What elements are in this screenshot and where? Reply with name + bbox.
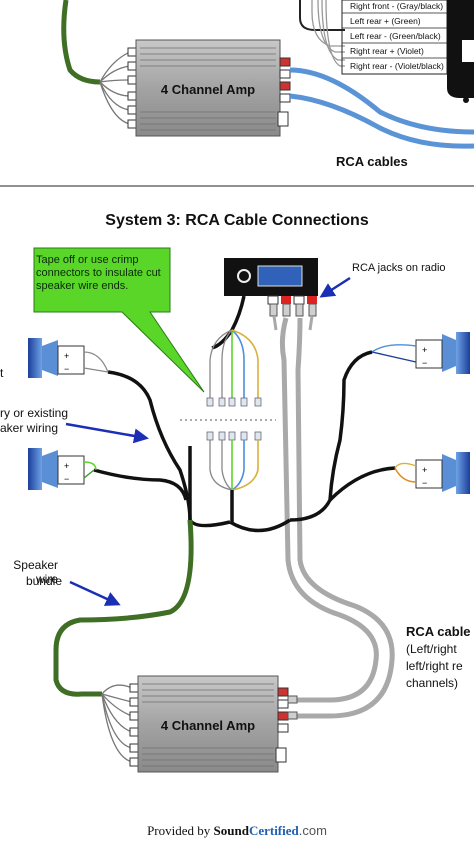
speaker-bundle-label-line1: Speaker wire (13, 558, 58, 586)
callout-bubble (33, 247, 205, 393)
wire-label-left-rear-neg: Left rear - (Green/black) (350, 31, 441, 41)
footer-credit: Provided by SoundCertified.com (0, 823, 474, 839)
speaker-left-rear: + − (28, 448, 97, 490)
svg-text:−: − (64, 474, 69, 484)
svg-text:−: − (64, 364, 69, 374)
left-label-2-line1: ry or existing (0, 406, 69, 420)
bottom-amp-label: 4 Channel Amp (160, 718, 256, 733)
arrow-speaker-bundle (69, 580, 121, 606)
bottom-amp-leads (101, 684, 133, 763)
wire-label-left-rear-pos: Left rear + (Green) (350, 16, 421, 26)
bottom-amp (129, 675, 298, 773)
left-label-2-line2: aker wiring (0, 421, 59, 435)
speaker-bundle-label-line2: bundle (25, 574, 62, 588)
footer-brand-certified: Certified (248, 823, 299, 838)
rca-cable-label-line4: channels) (406, 676, 459, 690)
top-rca-cables (289, 67, 474, 149)
rca-cable-label-line1: RCA cable (406, 624, 471, 639)
cut-wire-bundles (180, 329, 276, 522)
wire-label-right-rear-pos: Right rear + (Violet) (350, 46, 424, 56)
rca-cable-label-line2: (Left/right (406, 642, 457, 656)
top-radio-body (447, 0, 474, 103)
svg-text:+: + (422, 465, 427, 475)
speaker-right-rear: + − (394, 452, 470, 494)
svg-text:+: + (422, 345, 427, 355)
gray-rca-cables (272, 315, 395, 719)
left-label-1: t (0, 366, 4, 380)
svg-text:+: + (64, 351, 69, 361)
radio-unit (224, 258, 318, 317)
speaker-right-front: + − (371, 332, 470, 374)
rca-cable-label-line3: left/right re (406, 659, 463, 673)
arrow-existing-wiring (65, 422, 149, 444)
top-amp-label: 4 Channel Amp (160, 82, 256, 97)
callout-text: Tape off or use crimp connectors to insu… (36, 254, 161, 292)
svg-text:+: + (64, 461, 69, 471)
speaker-harness-black (93, 295, 396, 533)
speaker-left-front: + − (28, 338, 109, 378)
footer-prefix: Provided by (147, 823, 211, 838)
top-amp-leads (99, 51, 131, 125)
svg-text:−: − (422, 478, 427, 488)
top-rca-label: RCA cables (336, 154, 408, 169)
svg-text:−: − (422, 358, 427, 368)
wire-label-right-rear-neg: Right rear - (Violet/black) (350, 61, 444, 71)
wire-label-right-front-neg: Right front - (Gray/black) (350, 1, 444, 11)
footer-brand-sound: Sound (213, 823, 249, 838)
top-green-wire (61, 0, 101, 85)
top-amp (127, 39, 291, 137)
section-title: System 3: RCA Cable Connections (105, 212, 369, 229)
green-speaker-bundle (53, 519, 194, 697)
rca-jacks-label: RCA jacks on radio (352, 262, 446, 274)
footer-brand-domain: .com (298, 823, 327, 838)
arrow-rca-jacks (319, 276, 351, 298)
